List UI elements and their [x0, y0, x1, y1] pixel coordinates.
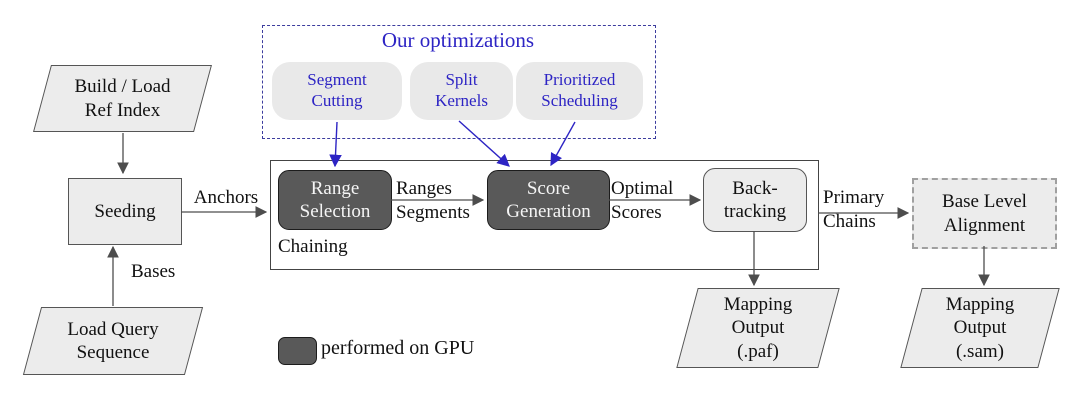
pill-segment-cutting: Segment Cutting — [272, 62, 402, 120]
node-label: Load Query Sequence — [67, 318, 159, 363]
optimizations-title: Our optimizations — [381, 28, 535, 52]
chaining-group-label: Chaining — [278, 236, 348, 257]
node-mapping-output-paf: Mapping Output (.paf) — [676, 288, 840, 368]
node-label: Seeding — [94, 200, 156, 222]
pill-split-kernels: Split Kernels — [410, 62, 513, 120]
legend-gpu-label: performed on GPU — [321, 337, 475, 359]
node-mapping-output-sam: Mapping Output (.sam) — [900, 288, 1060, 368]
edge-label-optimal-scores: Optimal Scores — [611, 178, 674, 223]
edge-label-primary-chains: Primary Chains — [823, 187, 885, 232]
node-range-selection: Range Selection — [278, 170, 392, 230]
edge-label-anchors: Anchors — [193, 187, 259, 208]
node-label: Mapping Output (.sam) — [945, 294, 1015, 362]
node-seeding: Seeding — [68, 178, 182, 245]
node-label: Build / Load Ref Index — [74, 76, 171, 121]
node-build-load-ref-index: Build / Load Ref Index — [33, 65, 212, 132]
node-label: Mapping Output (.paf) — [723, 294, 793, 362]
edge-label-bases: Bases — [131, 261, 176, 282]
node-score-generation: Score Generation — [487, 170, 610, 230]
node-back-tracking: Back- tracking — [703, 168, 807, 232]
node-base-level-alignment: Base Level Alignment — [912, 178, 1057, 249]
legend-gpu-swatch — [278, 337, 317, 365]
pill-prioritized-scheduling: Prioritized Scheduling — [516, 62, 643, 120]
chaining-group-box — [270, 160, 819, 270]
node-load-query-sequence: Load Query Sequence — [22, 307, 204, 375]
edge-label-ranges-segments: Ranges Segments — [396, 178, 470, 223]
